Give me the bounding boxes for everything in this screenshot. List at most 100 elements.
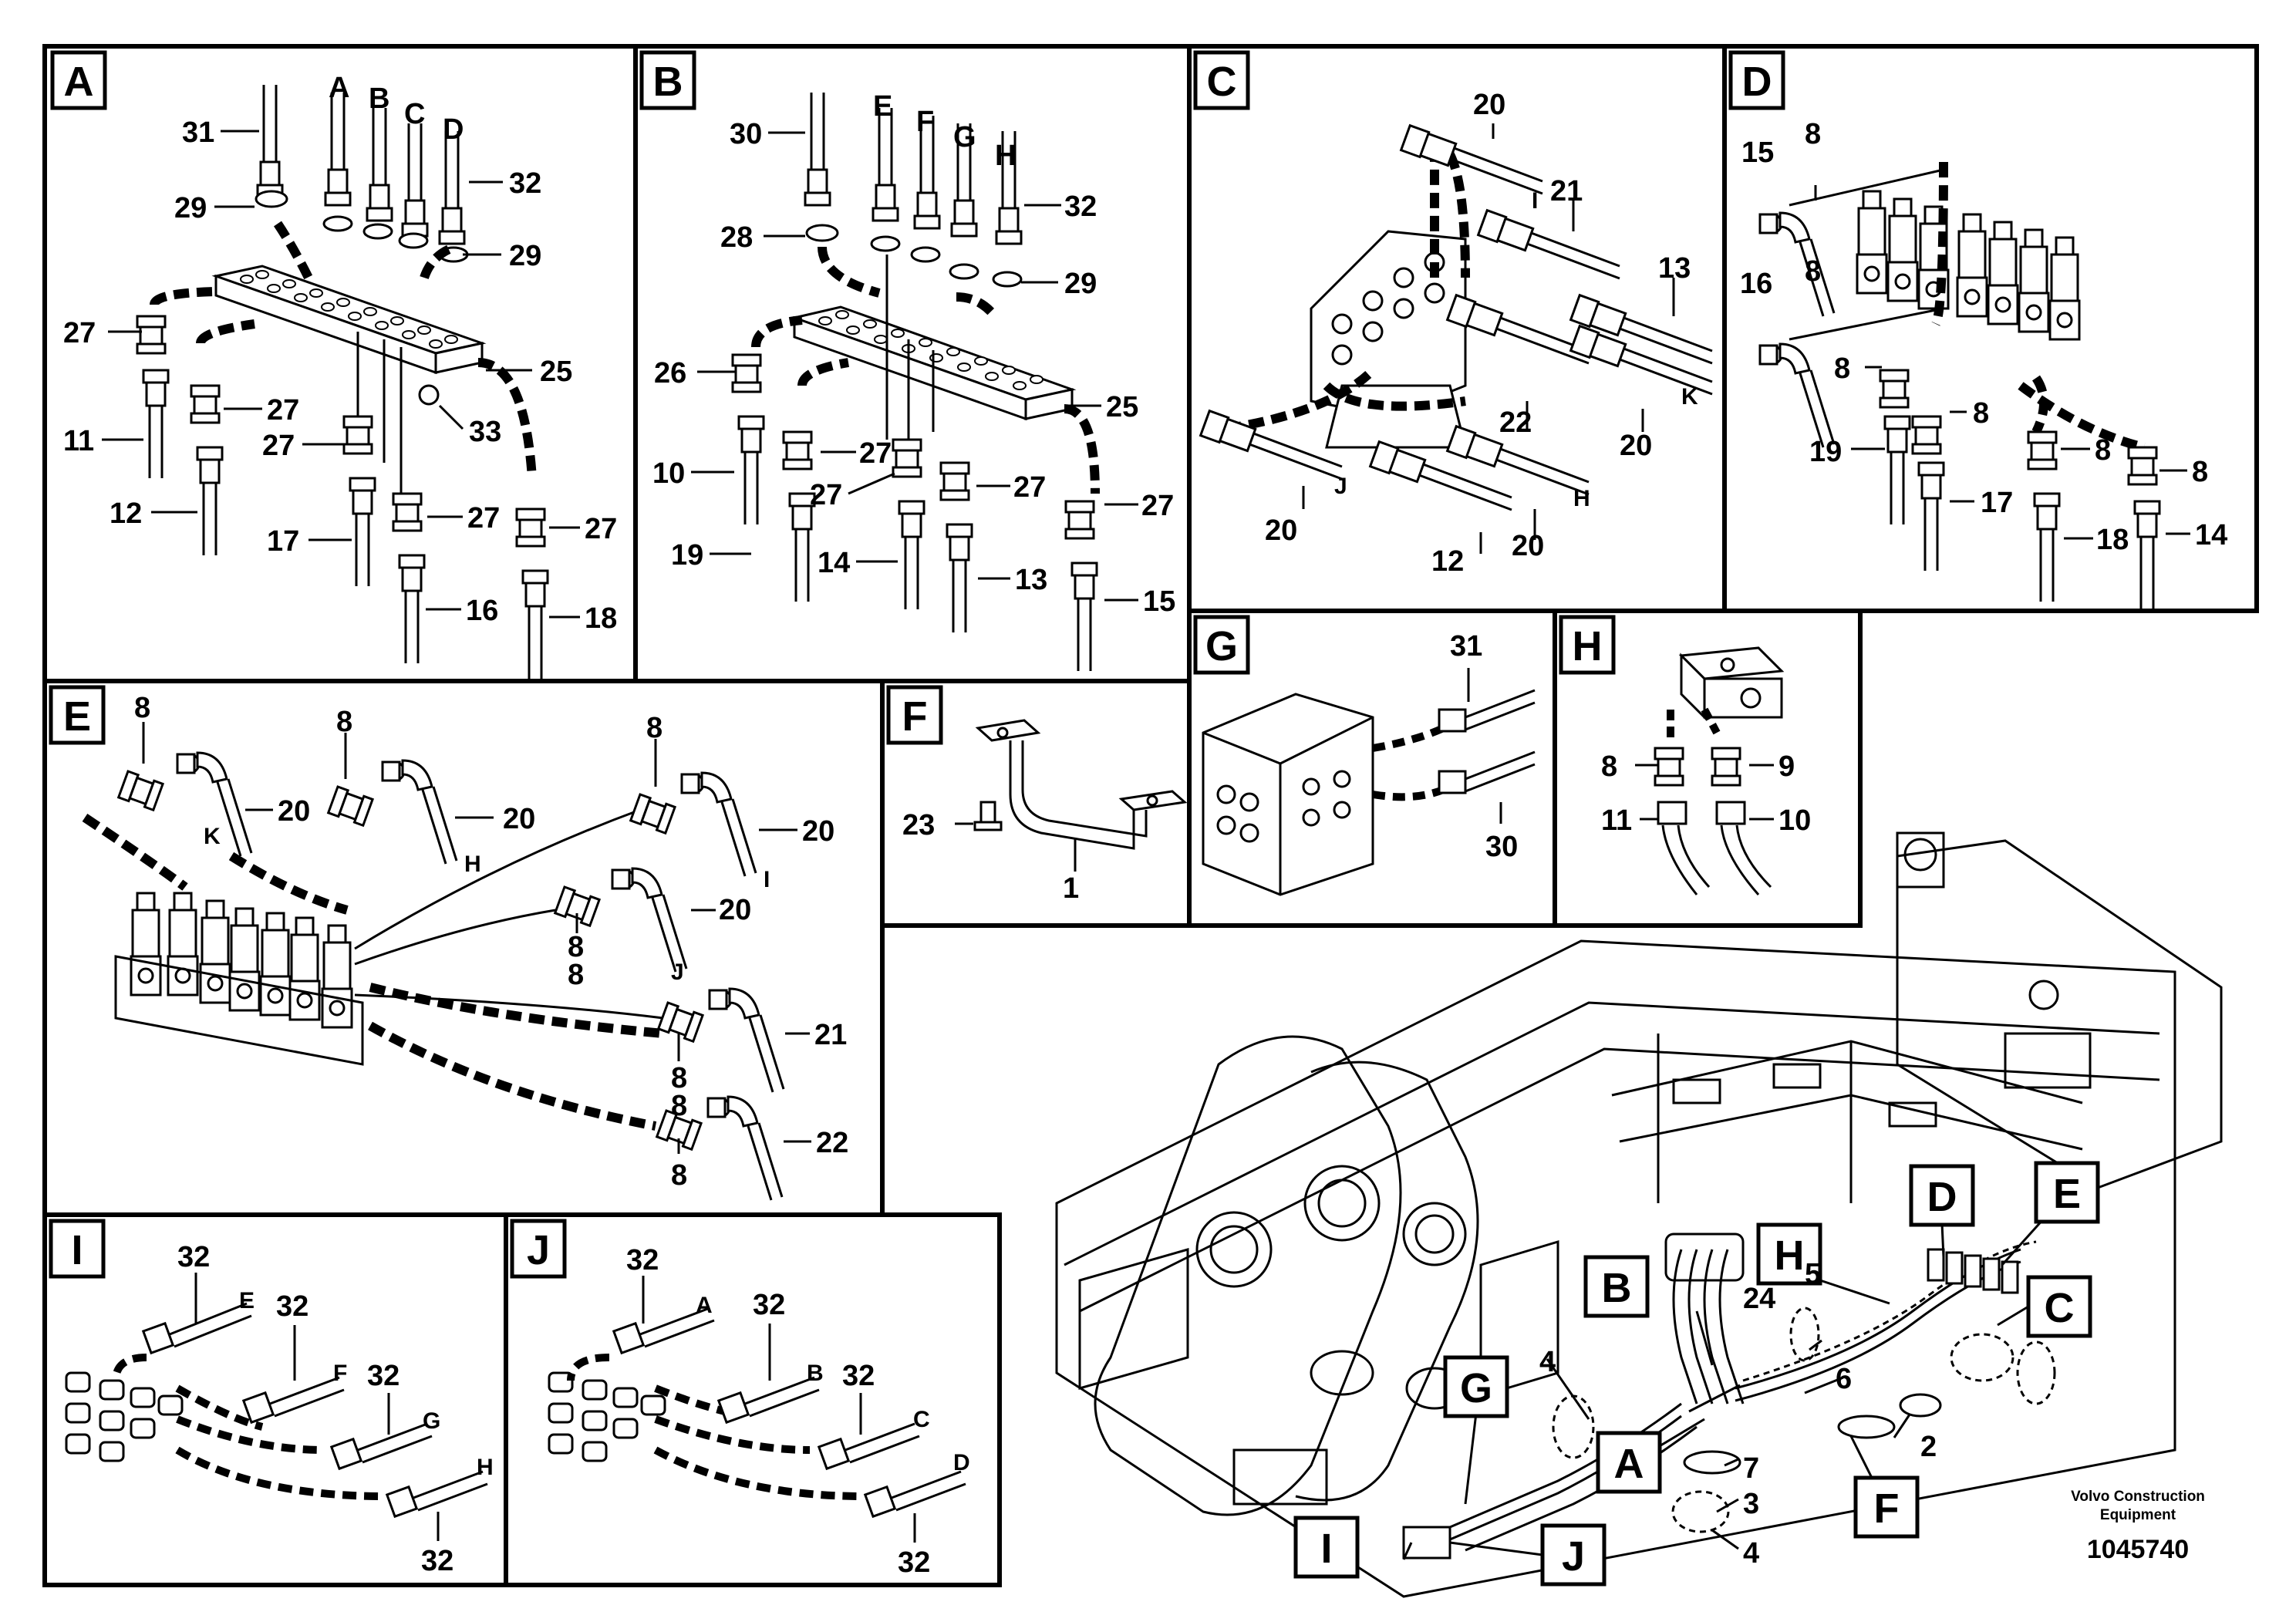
- svg-text:E: E: [63, 693, 91, 740]
- label-8e: 8: [568, 959, 584, 991]
- label-16: 16: [1740, 268, 1772, 300]
- label-10: 10: [1778, 804, 1811, 837]
- label-i: I: [1532, 188, 1538, 214]
- panel-f-drawing: 23 1: [902, 719, 1188, 905]
- label-e: E: [873, 90, 892, 123]
- label-b: B: [807, 1361, 824, 1386]
- label-32c: 32: [367, 1360, 400, 1392]
- panel-letter-e: E: [49, 685, 106, 745]
- label-11: 11: [63, 425, 94, 457]
- label-27b: 27: [267, 394, 299, 427]
- callout-i: I: [1293, 1516, 1360, 1579]
- label-f: F: [916, 106, 934, 138]
- svg-text:A: A: [1614, 1441, 1644, 1487]
- overview-label-4b: 4: [1743, 1537, 1759, 1570]
- label-21: 21: [814, 1019, 847, 1051]
- svg-text:F: F: [1874, 1485, 1900, 1532]
- label-27c: 27: [1013, 471, 1046, 504]
- svg-text:F: F: [902, 693, 928, 740]
- label-18: 18: [2096, 524, 2129, 556]
- brand-line-2: Equipment: [2100, 1507, 2176, 1523]
- label-32b: 32: [753, 1289, 785, 1321]
- label-27d: 27: [467, 502, 500, 534]
- panel-i-drawing: 32 E 32 F 32 G H 32: [65, 1241, 494, 1577]
- svg-text:B: B: [1602, 1265, 1632, 1311]
- label-20b: 20: [1620, 430, 1652, 462]
- overview-label-5: 5: [1805, 1258, 1821, 1290]
- label-8b: 8: [1805, 255, 1821, 288]
- svg-text:E: E: [2053, 1171, 2081, 1217]
- label-a: A: [696, 1293, 713, 1318]
- label-25: 25: [540, 356, 572, 388]
- callout-f: F: [1853, 1475, 1920, 1539]
- label-32: 32: [509, 167, 541, 200]
- overview-label-24: 24: [1743, 1283, 1775, 1315]
- label-20c: 20: [1265, 514, 1297, 547]
- svg-text:G: G: [1205, 623, 1238, 669]
- label-j: J: [671, 959, 684, 985]
- label-d: D: [953, 1450, 970, 1475]
- label-h: H: [464, 851, 481, 877]
- label-8c: 8: [1834, 352, 1850, 385]
- panel-letter-a: A: [50, 50, 107, 110]
- label-h: H: [995, 140, 1016, 172]
- label-k: K: [1681, 384, 1698, 410]
- label-20: 20: [1473, 89, 1505, 121]
- overview-leaders: [1402, 1217, 2045, 1560]
- label-8f: 8: [2192, 456, 2208, 488]
- label-13: 13: [1015, 564, 1047, 596]
- label-32d: 32: [898, 1546, 930, 1579]
- label-31: 31: [182, 116, 214, 149]
- label-30: 30: [1485, 831, 1518, 863]
- label-8f: 8: [671, 1062, 687, 1094]
- label-22: 22: [816, 1127, 848, 1159]
- label-29: 29: [1064, 268, 1097, 300]
- svg-text:C: C: [2045, 1285, 2075, 1331]
- svg-text:G: G: [1460, 1365, 1492, 1411]
- label-14: 14: [818, 547, 850, 579]
- label-11: 11: [1601, 804, 1632, 837]
- label-29: 29: [174, 192, 207, 224]
- panel-letter-d: D: [1728, 50, 1785, 110]
- label-27e: 27: [585, 513, 617, 545]
- label-8h: 8: [671, 1159, 687, 1192]
- panel-h-drawing: 8 9 11 10: [1601, 646, 1811, 895]
- label-8e: 8: [2095, 434, 2111, 467]
- label-15: 15: [1143, 585, 1175, 618]
- label-20d: 20: [1512, 530, 1544, 562]
- label-20b: 20: [503, 803, 535, 835]
- label-12: 12: [1431, 545, 1464, 578]
- label-27d: 27: [1141, 490, 1174, 522]
- label-c: C: [913, 1407, 930, 1432]
- svg-text:C: C: [1207, 59, 1237, 105]
- label-8g: 8: [671, 1090, 687, 1122]
- overview-label-3: 3: [1743, 1488, 1759, 1520]
- panel-a-drawing: 31 A B C D 32 29 29 27 25 11 27 33 27 12…: [63, 72, 617, 680]
- label-25: 25: [1106, 391, 1138, 423]
- label-h: H: [477, 1455, 494, 1480]
- panel-c-drawing: 20 I 21 13 22 K 20 J 20 12 20 H: [1199, 89, 1714, 578]
- label-17: 17: [267, 525, 299, 558]
- label-1: 1: [1063, 872, 1079, 905]
- svg-text:J: J: [527, 1227, 550, 1273]
- callout-j: J: [1540, 1523, 1607, 1587]
- label-23: 23: [902, 809, 935, 841]
- svg-text:I: I: [1320, 1526, 1332, 1572]
- callout-d: D: [1909, 1164, 1975, 1227]
- label-e: E: [239, 1288, 255, 1313]
- callout-h: H: [1756, 1222, 1822, 1286]
- label-8d: 8: [568, 931, 584, 963]
- label-19: 19: [1809, 436, 1842, 468]
- panel-frames: [42, 44, 2259, 1587]
- label-32: 32: [626, 1244, 659, 1276]
- brand-line-1: Volvo Construction: [2071, 1489, 2205, 1505]
- panel-b-drawing: 30 E F G H 32 28 29 26 25 10 27 27 27 27…: [652, 90, 1175, 673]
- label-27b: 27: [810, 479, 842, 511]
- label-b: B: [369, 83, 389, 115]
- panel-letter-g: G: [1193, 615, 1250, 675]
- label-27: 27: [63, 317, 96, 349]
- panel-letter-j: J: [510, 1219, 567, 1279]
- label-14: 14: [2195, 519, 2227, 551]
- overview-label-6: 6: [1836, 1363, 1852, 1395]
